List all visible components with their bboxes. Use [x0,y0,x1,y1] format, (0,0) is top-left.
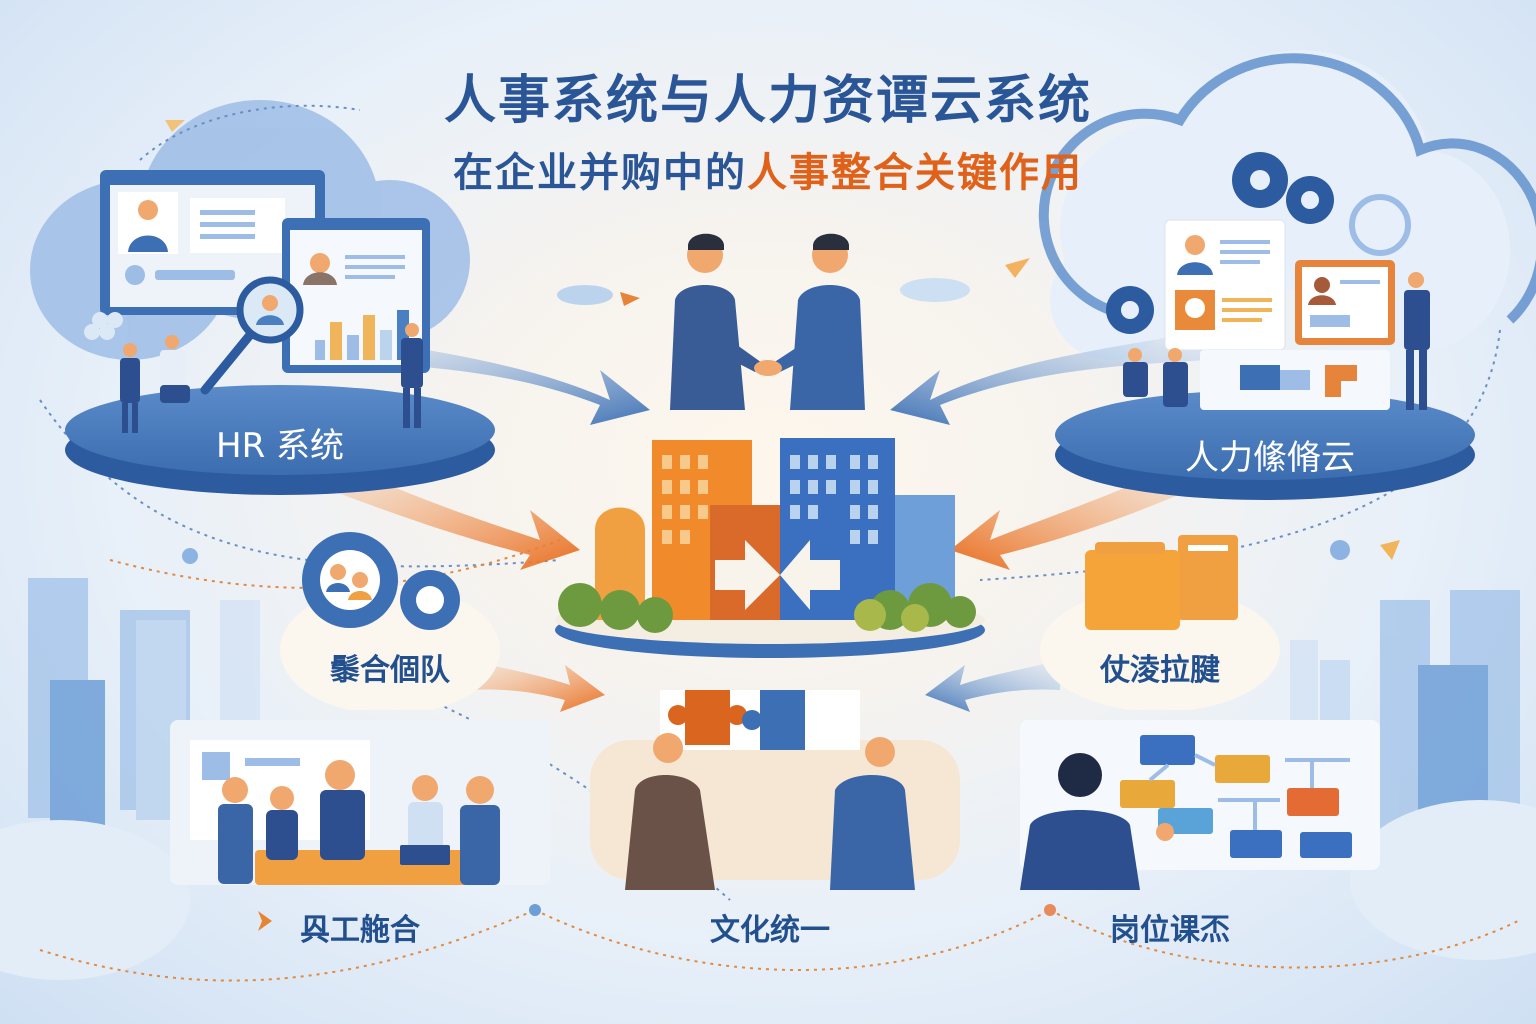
page-subtitle: 在企业并购中的人事整合关键作用 [0,140,1536,198]
side-node-files: 仗淩拉腱 [1040,520,1280,710]
hr-system-label: HR 系统 [216,426,344,466]
puzzle-pieces-icon [590,690,960,890]
file-folders-icon [1040,535,1280,710]
subtitle-orange-part: 人事整合关键作用 [747,150,1083,196]
team-meeting-icon [170,720,550,885]
team-integration-label: 䰍合個队 [330,653,450,688]
team-gears-icon [280,532,500,710]
side-node-team: 䰍合個队 [280,520,500,710]
bottom-panel-positions [980,700,1400,900]
merging-buildings-icon [555,438,985,658]
hr-cloud-platform: 人力絛脩云 [1050,130,1510,500]
merge-arrows-icon [715,540,840,610]
subtitle-blue-part: 在企业并购中的 [453,150,747,196]
bottom-panel-culture [580,680,980,890]
hr-cloud-label: 人力絛脩云 [1185,438,1355,478]
arrow-marker-icon [258,911,272,931]
hr-cloud-icon [1055,152,1475,500]
culture-unification-label: 文化统一 [710,913,830,948]
position-adjustment-label: 岗位课㶨 [1110,913,1230,948]
org-chart-icon [1020,720,1380,890]
staff-integration-label: 㒷工䑨合 [300,913,420,948]
hr-system-platform: HR 系统 [60,160,500,500]
bottom-panel-staff [160,710,580,890]
files-label: 仗淩拉腱 [1100,653,1220,688]
page-title: 人事系统与人力资谭云系统 [443,71,1092,131]
hr-system-screens-icon [65,170,495,495]
handshake-icon [670,233,865,410]
